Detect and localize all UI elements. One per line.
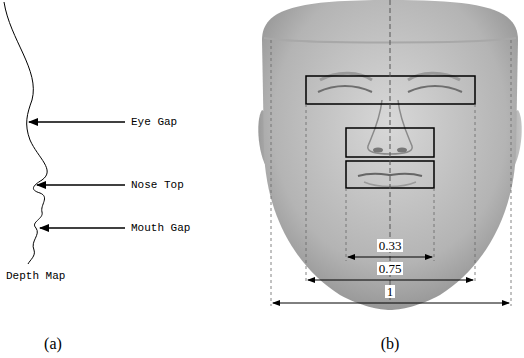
callout-label: Eye Gap	[131, 117, 177, 128]
callout-label: Mouth Gap	[131, 223, 190, 234]
dimension-value: 0.33	[377, 239, 404, 252]
callout-label: Nose Top	[131, 180, 184, 191]
dimension-value: 0.75	[377, 262, 404, 275]
axis-label: Depth Map	[6, 271, 65, 282]
panel-caption: (b)	[381, 336, 400, 352]
dimension-value: 1	[385, 285, 396, 298]
panel-caption: (a)	[44, 336, 62, 352]
